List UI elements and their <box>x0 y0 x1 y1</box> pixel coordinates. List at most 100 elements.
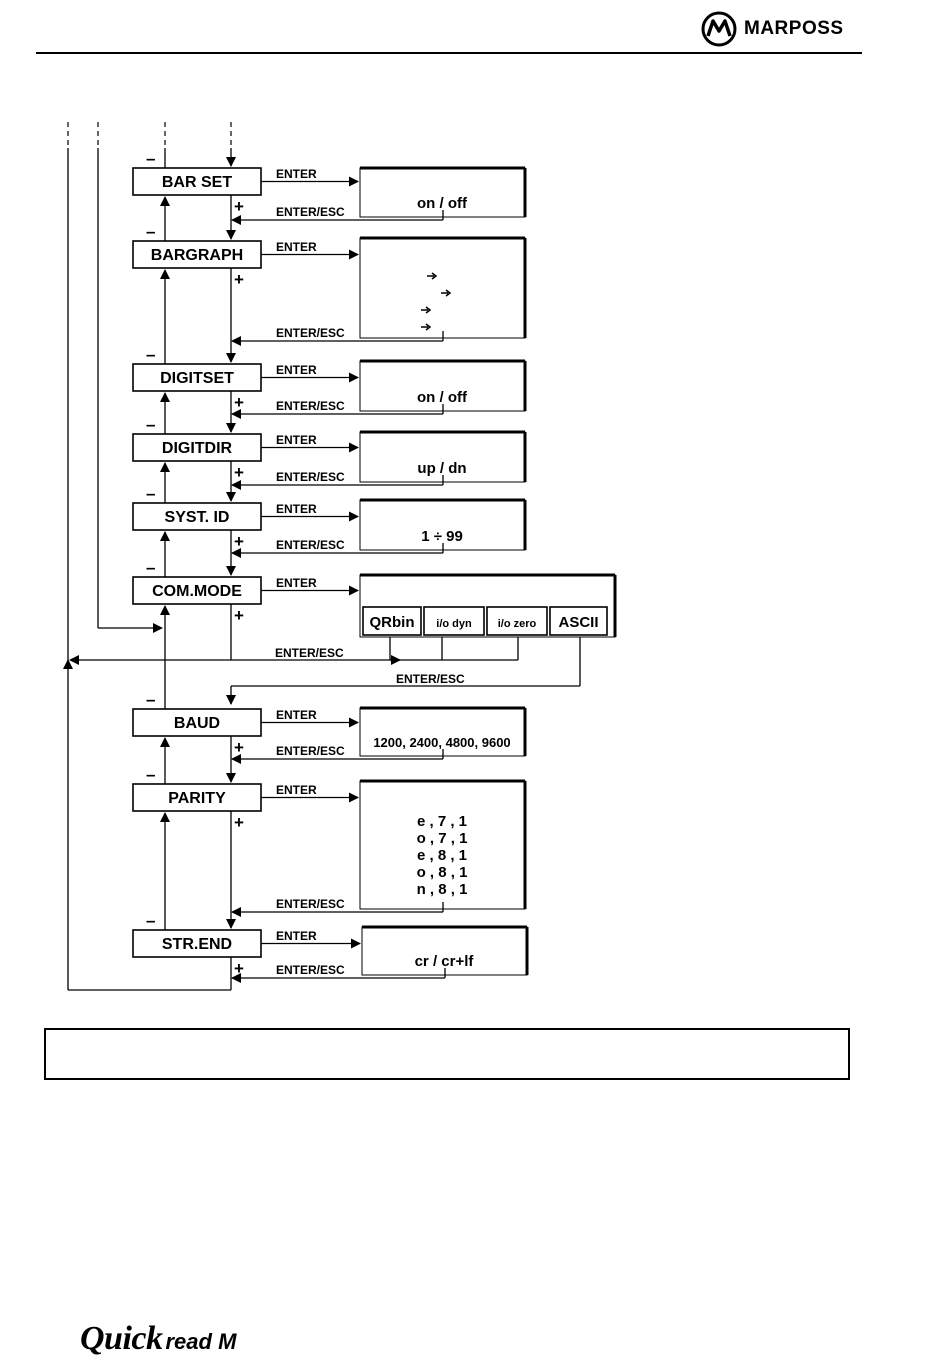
plus-symbol: + <box>234 813 244 832</box>
right-arrow-icon <box>427 272 438 280</box>
menu-item-box[interactable] <box>132 363 262 392</box>
option-box <box>359 166 527 218</box>
enter-esc-label: ENTER/ESC <box>276 326 345 340</box>
menu-row: DIGITSET ENTER ENTER/ESC on / off + – <box>132 345 527 419</box>
menu-item-box[interactable] <box>132 167 262 196</box>
enter-esc-label: ENTER/ESC <box>276 897 345 911</box>
com-mode-option-button[interactable] <box>486 606 548 636</box>
footer-product-quick: Quick <box>80 1320 163 1357</box>
menu-item-label: DIGITSET <box>160 370 234 387</box>
footer-product-rest: read M <box>165 1329 237 1354</box>
com-mode-enter-esc-label: ENTER/ESC <box>275 646 344 660</box>
menu-item-label: DIGITDIR <box>162 440 233 457</box>
enter-label: ENTER <box>276 502 317 516</box>
minus-symbol: – <box>146 415 155 434</box>
minus-symbol: – <box>146 911 155 930</box>
enter-esc-label: ENTER/ESC <box>276 538 345 552</box>
enter-label: ENTER <box>276 167 317 181</box>
menu-item-box[interactable] <box>132 708 262 737</box>
header-divider <box>36 52 862 54</box>
plus-symbol: + <box>234 393 244 412</box>
menu-item-label: BAR SET <box>162 174 232 191</box>
menu-row: BAR SET ENTER ENTER/ESC on / off + – <box>132 149 527 225</box>
right-arrow-icon <box>441 289 452 297</box>
option-value: up / dn <box>417 460 466 477</box>
right-arrow-icon <box>421 306 432 314</box>
minus-symbol: – <box>146 149 155 168</box>
enter-esc-label: ENTER/ESC <box>276 963 345 977</box>
menu-item-box[interactable] <box>132 929 262 958</box>
enter-esc-label: ENTER/ESC <box>276 470 345 484</box>
enter-label: ENTER <box>276 363 317 377</box>
menu-item-label: SYST. ID <box>165 509 230 526</box>
option-box <box>359 498 527 551</box>
com-mode-option-label: QRbin <box>370 614 415 631</box>
menu-row: BAUD ENTER ENTER/ESC 1200, 2400, 4800, 9600… <box>132 690 527 764</box>
enter-label: ENTER <box>276 708 317 722</box>
com-mode-return-lines <box>69 637 581 705</box>
plus-symbol: + <box>234 606 244 625</box>
plus-symbol: + <box>234 959 244 978</box>
enter-label: ENTER <box>276 929 317 943</box>
minus-symbol: – <box>146 345 155 364</box>
option-box <box>359 706 527 757</box>
option-box <box>359 236 527 339</box>
option-value: o , 7 , 1 <box>417 830 468 847</box>
plus-symbol: + <box>234 463 244 482</box>
plus-symbol: + <box>234 197 244 216</box>
enter-esc-label: ENTER/ESC <box>276 744 345 758</box>
minus-symbol: – <box>146 690 155 709</box>
menu-row: DIGITDIR ENTER ENTER/ESC up / dn + – <box>132 415 527 490</box>
left-return-lines <box>63 148 231 991</box>
enter-label: ENTER <box>276 783 317 797</box>
option-value: on / off <box>417 195 468 212</box>
minus-symbol: – <box>146 558 155 577</box>
plus-symbol: + <box>234 738 244 757</box>
option-box <box>359 779 527 910</box>
menu-item-box[interactable] <box>132 433 262 462</box>
brand-logo: MARPOSS <box>700 10 870 48</box>
option-box <box>359 359 527 412</box>
option-value: on / off <box>417 389 468 406</box>
menu-item-label: STR.END <box>162 936 232 953</box>
vertical-flow-lines <box>160 148 236 990</box>
enter-esc-label: ENTER/ESC <box>276 399 345 413</box>
right-arrow-icon <box>421 323 432 331</box>
menu-row: STR.END ENTER ENTER/ESC cr / cr+lf + – <box>132 911 529 983</box>
minus-symbol: – <box>146 222 155 241</box>
enter-label: ENTER <box>276 576 317 590</box>
option-box <box>359 430 527 483</box>
com-mode-option-button[interactable] <box>362 606 422 636</box>
minus-symbol: – <box>146 765 155 784</box>
enter-label: ENTER <box>276 240 317 254</box>
menu-item-label: PARITY <box>168 790 226 807</box>
menu-item-box[interactable] <box>132 240 262 269</box>
menu-item-box[interactable] <box>132 502 262 531</box>
com-mode-option-label: ASCII <box>558 614 598 631</box>
plus-symbol: + <box>234 270 244 289</box>
marposs-logo-icon <box>701 11 737 47</box>
option-value: 1 ÷ 99 <box>421 528 463 545</box>
option-value: e , 8 , 1 <box>417 847 467 864</box>
option-value: o , 8 , 1 <box>417 864 468 881</box>
enter-esc-label: ENTER/ESC <box>276 205 345 219</box>
com-mode-option-button[interactable] <box>423 606 485 636</box>
option-value: 1200, 2400, 4800, 9600 <box>373 735 510 750</box>
option-value: n , 8 , 1 <box>417 881 468 898</box>
menu-item-label: COM.MODE <box>152 583 242 600</box>
plus-symbol: + <box>234 532 244 551</box>
minus-symbol: – <box>146 484 155 503</box>
brand-name: MARPOSS <box>744 18 844 39</box>
note-box <box>44 1028 850 1080</box>
incoming-dashed-lines <box>67 122 232 148</box>
menu-item-label: BAUD <box>174 715 220 732</box>
option-value: cr / cr+lf <box>415 953 475 970</box>
com-mode-option-label: i/o zero <box>498 618 537 630</box>
enter-label: ENTER <box>276 433 317 447</box>
com-mode-option-button[interactable] <box>549 606 608 636</box>
menu-row: SYST. ID ENTER ENTER/ESC 1 ÷ 99 + – <box>132 484 527 558</box>
